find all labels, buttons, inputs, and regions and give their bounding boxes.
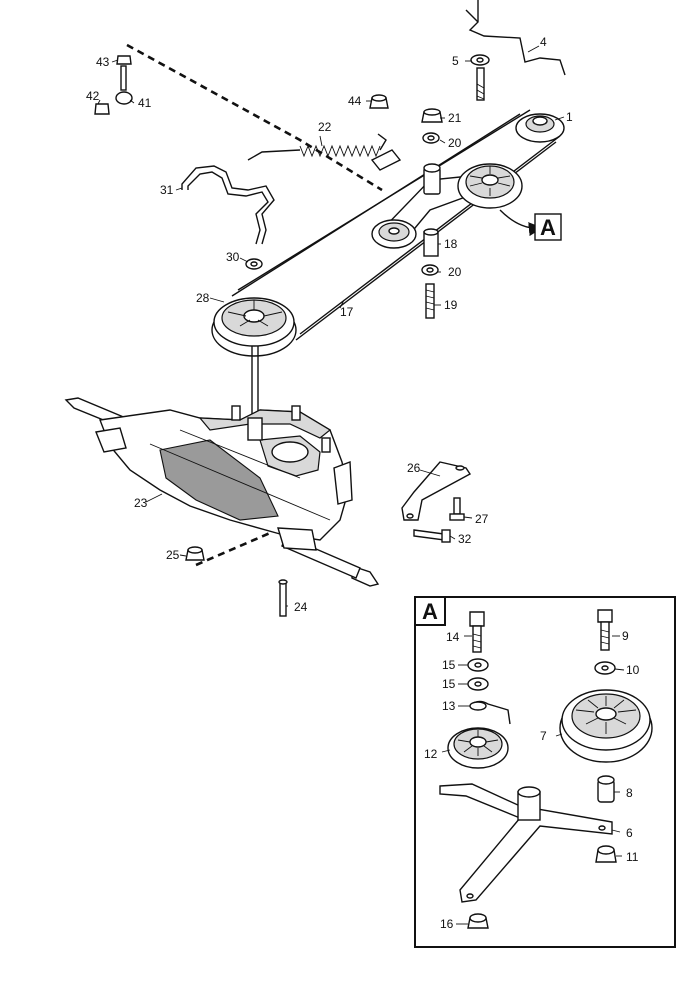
inset-nut-16 — [467, 913, 489, 929]
callout-26: 26 — [407, 461, 421, 475]
nut-44 — [369, 94, 389, 109]
input-shaft — [251, 346, 259, 420]
bracket-plate — [370, 149, 402, 171]
inset-callout-11: 11 — [626, 850, 639, 864]
leader-lines — [97, 45, 565, 607]
transaxle-23 — [64, 397, 380, 587]
detail-A-reference: A — [499, 209, 562, 241]
callout-27: 27 — [475, 512, 489, 526]
detail-A-label: A — [540, 215, 556, 240]
inset-callout-15a: 15 — [442, 658, 456, 672]
callout-17: 17 — [340, 305, 354, 319]
pulley-12-idler — [371, 219, 417, 249]
callout-28: 28 — [196, 291, 210, 305]
callout-5: 5 — [452, 54, 459, 68]
inset-callout-8: 8 — [626, 786, 633, 800]
inset-callout-12: 12 — [424, 747, 438, 761]
washer-30 — [245, 258, 263, 270]
inset-callout-14: 14 — [446, 630, 460, 644]
inset-label: A — [422, 599, 438, 624]
bolt-19 — [425, 283, 435, 319]
nut-25 — [185, 546, 205, 561]
bolt-24 — [278, 579, 288, 617]
callout-42: 42 — [86, 89, 100, 103]
inset-washer-15b — [467, 677, 489, 691]
callout-41: 41 — [138, 96, 152, 110]
inset-callout-9: 9 — [622, 629, 629, 643]
inset-washer-15a — [467, 658, 489, 672]
callout-21: 21 — [448, 111, 462, 125]
inset-clip-13 — [469, 700, 511, 725]
pulley-28 — [211, 297, 297, 357]
inset-bracket-6 — [439, 783, 613, 903]
inset-washer-10 — [594, 661, 616, 675]
callout-20-upper: 20 — [448, 136, 462, 150]
inset-nut-11 — [595, 845, 617, 863]
callout-4: 4 — [540, 35, 547, 49]
inset-pulley-12 — [447, 727, 509, 769]
wire-rod-31 — [181, 165, 275, 245]
pulley-7-main — [457, 163, 523, 209]
bolt-27 — [449, 497, 465, 521]
callout-19: 19 — [444, 298, 458, 312]
washer-5 — [470, 54, 490, 66]
control-rod-4 — [465, 0, 566, 76]
callout-30: 30 — [226, 250, 240, 264]
callout-25: 25 — [166, 548, 180, 562]
inset-bolt-9 — [597, 609, 613, 651]
callout-24: 24 — [294, 600, 308, 614]
inset-pulley-7 — [559, 689, 653, 763]
dashed-linkage-bottom — [195, 518, 301, 567]
nut-42 — [94, 103, 110, 115]
inset-bolt-14 — [469, 611, 485, 653]
washer-20-lower — [421, 264, 439, 276]
inset-callout-10: 10 — [626, 663, 640, 677]
nut-43 — [116, 55, 132, 65]
inset-spacer-8 — [597, 775, 615, 803]
pulley-1 — [515, 113, 565, 143]
callout-20-lower: 20 — [448, 265, 462, 279]
spring-bolt-upper — [476, 67, 485, 101]
inset-callout-7: 7 — [540, 729, 547, 743]
callout-31: 31 — [160, 183, 174, 197]
callout-23: 23 — [134, 496, 148, 510]
inset-callout-15b: 15 — [442, 677, 456, 691]
callout-18: 18 — [444, 237, 458, 251]
nut-21 — [421, 108, 443, 123]
callout-44: 44 — [348, 94, 362, 108]
inset-callout-16: 16 — [440, 917, 454, 931]
bolt-32 — [413, 529, 451, 543]
callout-32: 32 — [458, 532, 472, 546]
bracket-26 — [401, 461, 472, 521]
inset-callout-13: 13 — [442, 699, 456, 713]
inset-detail-A: A — [414, 596, 676, 948]
screw-41 — [115, 65, 133, 105]
callout-43: 43 — [96, 55, 110, 69]
spacer-18 — [423, 228, 439, 257]
tension-spring-22 — [247, 133, 387, 161]
inset-callout-6: 6 — [626, 826, 633, 840]
callout-labels: 1 4 5 17 18 19 20 20 21 22 23 24 25 26 2… — [86, 35, 573, 614]
callout-1: 1 — [566, 110, 573, 124]
callout-22: 22 — [318, 120, 332, 134]
dashed-linkage-top — [126, 43, 383, 192]
washer-20-upper — [422, 132, 440, 144]
